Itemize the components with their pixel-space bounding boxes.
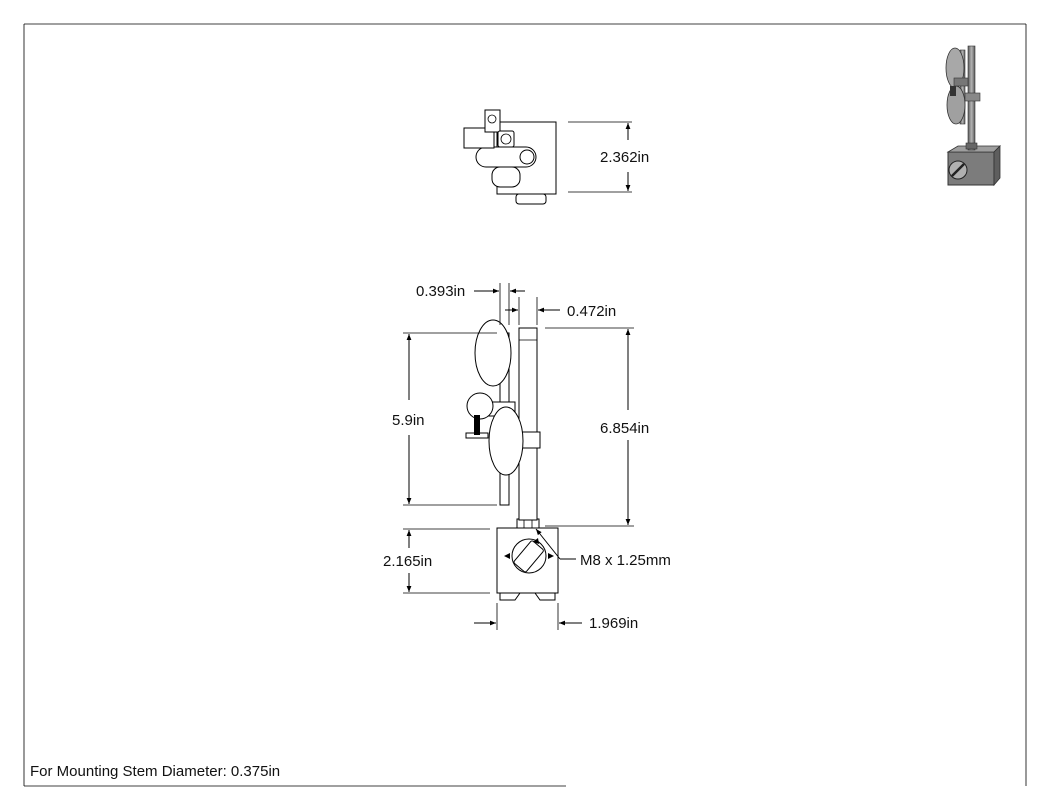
thread-callout-label: M8 x 1.25mm	[580, 552, 671, 569]
dim-base-height-label: 2.165in	[383, 553, 432, 570]
dimension-rod-width: 0.472in	[505, 297, 616, 325]
dimension-rod-height: 6.854in	[545, 327, 649, 527]
dim-arm-height-label: 5.9in	[392, 412, 425, 429]
front-view	[465, 319, 559, 601]
dimension-top-view-height: 2.362in	[568, 121, 649, 193]
dim-base-width-label: 1.969in	[589, 615, 638, 632]
dim-top-view-height-label: 2.362in	[600, 149, 649, 166]
top-view	[463, 109, 557, 205]
dimension-rod-offset: 0.393in	[416, 283, 525, 325]
dim-rod-offset-label: 0.393in	[416, 283, 465, 300]
dim-rod-width-label: 0.472in	[567, 303, 616, 320]
dimension-base-width: 1.969in	[474, 603, 638, 632]
isometric-render	[945, 45, 1001, 187]
dimension-arm-height: 5.9in	[392, 332, 497, 506]
mounting-stem-note: For Mounting Stem Diameter: 0.375in	[30, 763, 280, 780]
dimension-base-height: 2.165in	[383, 528, 490, 594]
dim-rod-height-label: 6.854in	[600, 420, 649, 437]
sheet-border	[23, 23, 1027, 787]
thread-callout: M8 x 1.25mm	[535, 528, 671, 569]
